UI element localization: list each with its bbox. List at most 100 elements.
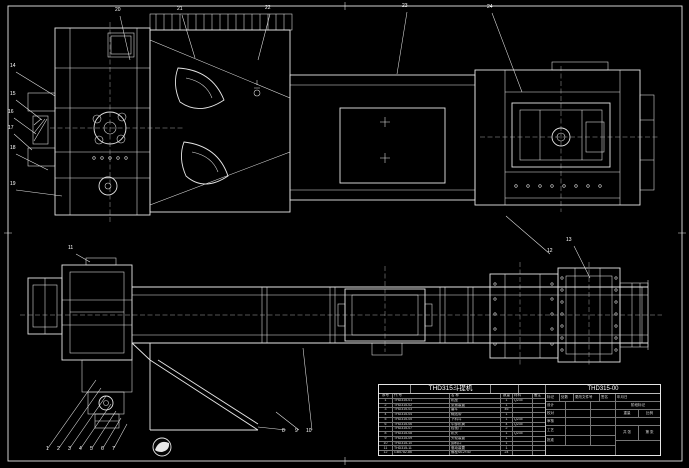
parts-cell: GB5782-86 (393, 451, 450, 455)
table-cell (591, 402, 615, 409)
field-check: 校对 (546, 410, 566, 417)
table-cell (591, 418, 615, 425)
balloon-number: 13 (566, 237, 572, 243)
parts-cell: 24 (501, 451, 513, 455)
balloon-number: 12 (547, 248, 553, 254)
parts-cell (533, 423, 545, 427)
parts-cell (533, 427, 545, 431)
parts-header-no: 序号 (379, 394, 393, 398)
parts-cell: 头轮装置 (450, 436, 501, 441)
parts-cell (533, 413, 545, 417)
table-cell (591, 426, 615, 435)
parts-cell (533, 451, 545, 455)
parts-cell: 1 (501, 398, 513, 403)
table-cell (546, 446, 615, 455)
parts-cell (533, 432, 545, 436)
field-date: 年月日 (617, 394, 628, 399)
parts-cell: 检视门 (450, 427, 501, 432)
bolt-circles (560, 276, 618, 352)
field-change-no: 更改文件号 (574, 394, 600, 401)
parts-cell: 4 (501, 422, 513, 427)
parts-cell (513, 408, 533, 413)
parts-list-header: 序号 代 号 名 称 数量 材料 备注 (379, 394, 545, 399)
parts-cell (513, 451, 533, 455)
bolt-circles (514, 184, 602, 188)
parts-cell: THD315-11 (393, 446, 450, 451)
parts-cell (533, 442, 545, 446)
parts-cell: 螺栓M12×40 (450, 451, 501, 455)
title-table: THD315斗提机 THD315-00 序号 代 号 名 称 数量 材料 备注 … (378, 384, 661, 456)
parts-cell: THD315-07 (393, 427, 450, 432)
parts-cell: THD315-02 (393, 403, 450, 408)
table-cell (591, 436, 615, 445)
parts-cell: 输送带 (450, 413, 501, 417)
parts-cell (533, 399, 545, 403)
balloon-number: 7 (112, 446, 115, 452)
parts-cell: 11 (379, 446, 393, 451)
parts-cell: 46 (501, 408, 513, 413)
balloon-number: 20 (115, 7, 121, 13)
field-design: 设计 (546, 402, 566, 409)
parts-cell: 1 (501, 432, 513, 436)
bolt-circles (493, 282, 554, 346)
sheet-count-block: 共 张第 张 (616, 426, 660, 455)
field-stage: 阶段标记 (631, 402, 645, 407)
table-cell (566, 402, 591, 409)
balloon-number: 1 (46, 446, 49, 452)
balloon-number: 2 (57, 446, 60, 452)
table-cell (616, 441, 660, 455)
parts-cell (513, 413, 533, 417)
table-cell (491, 385, 519, 393)
parts-header-name: 名 称 (450, 394, 501, 398)
table-cell (379, 385, 411, 393)
parts-cell: THD315-06 (393, 422, 450, 427)
table-cell (566, 418, 591, 425)
elevation-view (27, 13, 655, 216)
parts-cell: 9 (379, 436, 393, 441)
title-block: 标记 处数 更改文件号 签名 年月日 设计 校对 审核 阶段标记 重量比例 (546, 394, 660, 455)
balloon-number: 21 (177, 6, 183, 12)
parts-cell (533, 437, 545, 441)
parts-cell: 1 (501, 413, 513, 417)
parts-cell: 3 (379, 408, 393, 413)
balloon-number: 4 (79, 446, 82, 452)
parts-cell (513, 441, 533, 446)
balloon-number: 24 (487, 4, 493, 10)
balloon-number: 3 (68, 446, 71, 452)
parts-cell: Q235 (513, 432, 533, 436)
field-sheets: 共 张 (616, 426, 639, 440)
field-sheet-no: 第 张 (645, 430, 654, 435)
border-frame (4, 2, 686, 465)
parts-cell: 1 (501, 417, 513, 422)
table-cell (519, 385, 546, 393)
stage-block: 阶段标记 重量比例 (616, 402, 660, 425)
parts-cell: 5 (379, 417, 393, 422)
parts-cell: 下料斗 (450, 417, 501, 422)
parts-cell (513, 403, 533, 408)
parts-cell: THD315-03 (393, 408, 450, 413)
parts-cell: THD315-08 (393, 432, 450, 436)
parts-cell: THD315-10 (393, 441, 450, 446)
balloon-number: 10 (306, 428, 312, 434)
field-mark: 标记 (546, 394, 560, 401)
parts-cell: Q235 (513, 417, 533, 422)
parts-cell: 机头 (450, 432, 501, 436)
revision-header-row: 标记 处数 更改文件号 签名 年月日 (546, 394, 660, 402)
product-name: THD315斗提机 (411, 385, 491, 393)
field-review: 审核 (546, 418, 566, 425)
parts-cell: 张紧装置 (450, 403, 501, 408)
parts-cell: THD315-09 (393, 436, 450, 441)
balloon-number: 19 (10, 181, 16, 187)
balloon-number: 6 (101, 446, 104, 452)
parts-cell: 卸料口 (450, 441, 501, 446)
balloon-number: 22 (265, 5, 271, 11)
parts-cell: 8 (379, 432, 393, 436)
